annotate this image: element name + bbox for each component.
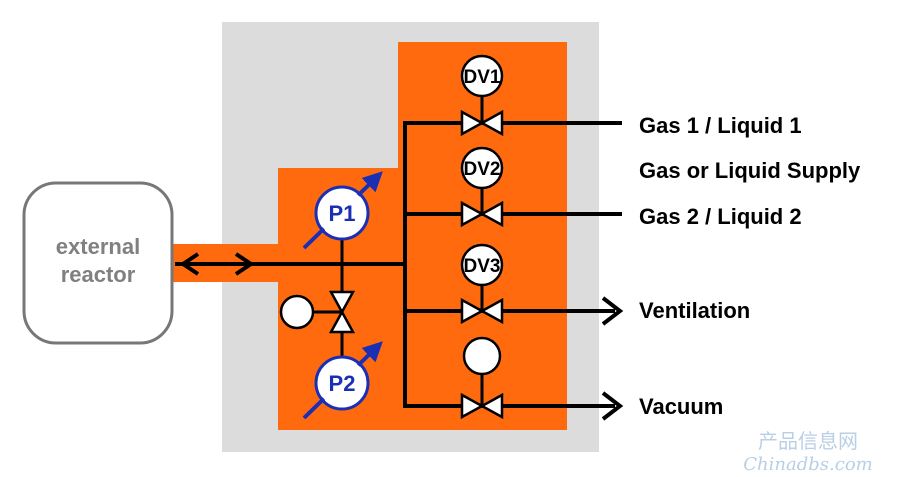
supply-label: Gas or Liquid Supply xyxy=(639,158,861,183)
dv2-actuator-circle xyxy=(460,146,504,190)
dv1-label: DV1 xyxy=(464,67,501,88)
bypass-valve-actuator-circle xyxy=(279,294,315,330)
dv3-actuator-circle xyxy=(460,243,504,287)
gas2-label: Gas 2 / Liquid 2 xyxy=(639,204,802,229)
ventilation-label: Ventilation xyxy=(639,298,750,323)
p1-label: P1 xyxy=(329,201,356,226)
gas1-label: Gas 1 / Liquid 1 xyxy=(639,113,802,138)
external-reactor-box xyxy=(22,181,174,345)
dv2-valve-icon[interactable] xyxy=(460,200,504,228)
vacuum-arrow-head xyxy=(601,391,624,421)
vacuum-valve-actuator-circle xyxy=(462,336,502,376)
vacuum-label: Vacuum xyxy=(639,394,723,419)
dv3-valve-icon[interactable] xyxy=(460,297,504,325)
dv2-label: DV2 xyxy=(464,159,501,180)
reactor-label-line1: external xyxy=(56,234,140,259)
p2-gauge-face xyxy=(318,359,366,407)
ventilation-arrow-head xyxy=(601,296,624,326)
bidirectional-left-arrow xyxy=(179,252,200,276)
reactor-label-line2: reactor xyxy=(61,262,136,287)
dv1-valve-icon[interactable] xyxy=(460,109,504,137)
p1-gauge-face xyxy=(318,189,366,237)
dv1-actuator-circle xyxy=(460,54,504,98)
dv3-label: DV3 xyxy=(464,256,501,277)
p2-label: P2 xyxy=(329,371,356,396)
bidirectional-right-arrow xyxy=(234,252,255,276)
vacuum-valve-icon[interactable] xyxy=(460,392,504,420)
watermark-cn: 产品信息网 xyxy=(758,429,858,453)
watermark-en: Chinadbs.com xyxy=(743,454,872,475)
